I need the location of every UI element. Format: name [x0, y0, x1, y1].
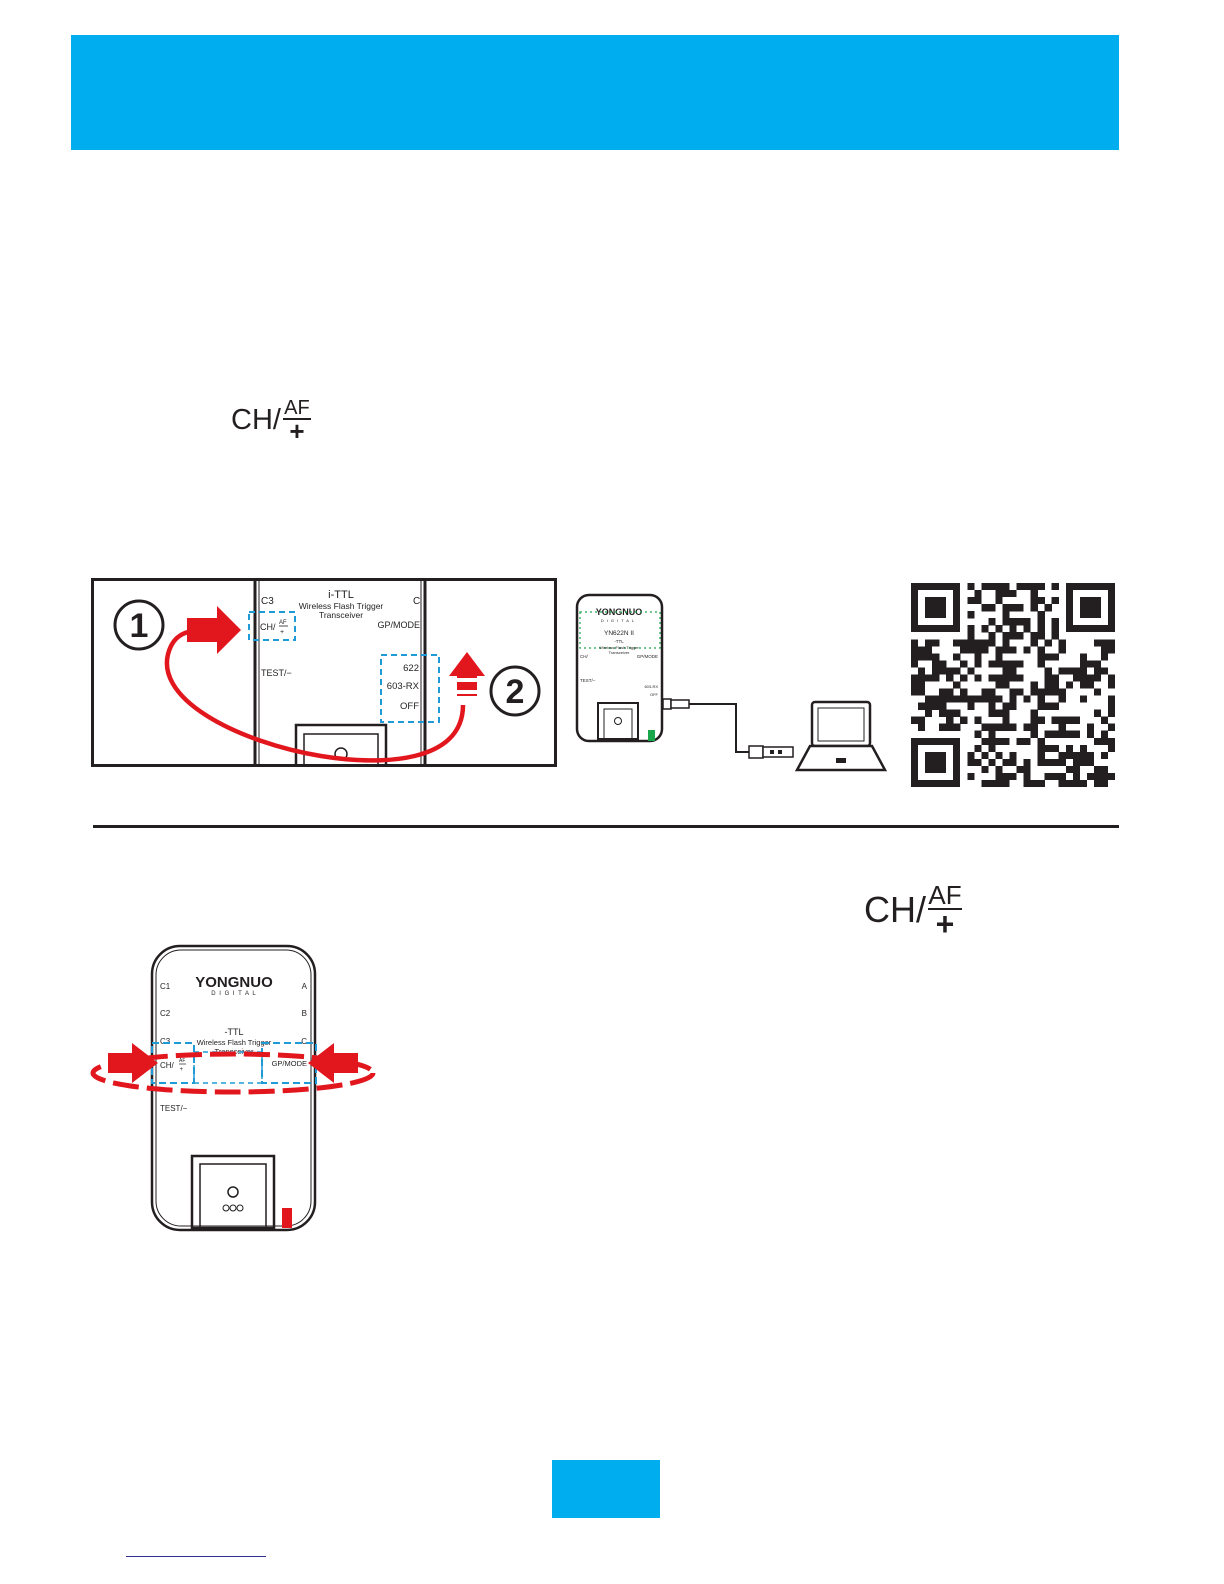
gp-mode-label: GP/MODE	[377, 620, 420, 630]
ch-af-button-symbol-2: CH/ AF +	[864, 880, 962, 942]
af-label: AF	[928, 880, 962, 910]
step-2-label: 2	[506, 673, 525, 711]
ch-af-button-symbol: CH/ AF +	[231, 397, 311, 446]
footer-link-underline[interactable]	[126, 1556, 266, 1557]
red-arrow-up	[449, 652, 485, 696]
device-name-line1: Wireless Flash Trigger	[197, 1038, 272, 1047]
test-label: TEST/−	[160, 1104, 188, 1113]
led-glow-outline	[579, 611, 661, 649]
usb-a-plug	[748, 745, 764, 759]
plus-label: +	[935, 906, 955, 942]
brand-logo: YONGNUO	[195, 974, 273, 991]
label-c: C	[301, 1037, 307, 1046]
step-1-label: 1	[130, 607, 149, 645]
label-c1: C1	[160, 982, 171, 991]
gp-mode-small: GP/MODE	[637, 654, 658, 659]
test-small: TEST/−	[580, 678, 596, 683]
switch-622: 622	[403, 663, 419, 674]
ch-label: CH/	[864, 889, 926, 931]
section-divider	[93, 825, 1119, 828]
brand-logo: YONGNUO	[596, 607, 643, 617]
mode-label: -TTL	[225, 1027, 244, 1037]
label-b: B	[302, 1009, 307, 1018]
label-c3: C3	[261, 596, 274, 607]
mode-label: i-TTL	[328, 589, 354, 601]
plus-label: +	[289, 416, 305, 446]
red-arrow-left	[308, 1043, 358, 1083]
ch-label: CH/	[231, 404, 281, 437]
usb-cable	[689, 703, 749, 753]
red-arrow-right	[187, 606, 241, 654]
step-1-badge	[113, 599, 165, 651]
model-label: YN622N II	[604, 630, 634, 637]
red-arrow-right	[108, 1043, 158, 1083]
laptop-screen	[810, 700, 872, 748]
device-name-line2: Transceiver	[319, 610, 363, 620]
mode-label-small: -TTL	[614, 639, 624, 644]
device-name-line1: Wireless Flash Trigger	[299, 601, 384, 611]
af-plus-fraction: AF +	[282, 397, 311, 446]
ch-af-af: AF	[279, 620, 287, 626]
ch-af-plus: +	[280, 629, 284, 636]
figure-usb-connection: YONGNUO DIGITAL YN622N II -TTL Wireless …	[575, 593, 888, 772]
fraction-bar	[928, 908, 962, 910]
gp-mode-highlight-box	[261, 1042, 317, 1084]
page-number-box	[552, 1460, 660, 1518]
header-band	[71, 35, 1119, 150]
switch-off: OFF	[400, 701, 419, 712]
ch-af-plus: +	[180, 1067, 184, 1073]
power-led	[282, 1208, 292, 1228]
label-c3: C3	[160, 1037, 171, 1046]
power-led	[648, 730, 655, 741]
step-2-badge	[489, 665, 541, 717]
label-c: C	[413, 596, 420, 607]
hot-shoe	[294, 723, 388, 767]
af-label: AF	[284, 397, 310, 419]
switch-highlight-box	[380, 654, 440, 723]
qr-code	[911, 583, 1115, 787]
switch-603rx: 603-RX	[387, 681, 420, 692]
test-label: TEST/−	[261, 668, 292, 678]
name-line2-small: Transceiver	[609, 650, 630, 655]
name-line1-small: Wireless Flash Trigger	[599, 645, 639, 650]
brand-sub: DIGITAL	[601, 618, 637, 623]
gp-mode-label: GP/MODE	[272, 1059, 307, 1068]
label-c2: C2	[160, 1009, 171, 1018]
af-plus-fraction: AF +	[928, 880, 962, 942]
ch-af-highlight-box	[248, 611, 296, 641]
ch-af-af: AF	[179, 1058, 185, 1064]
figure-press-both-buttons: YONGNUO D I G I T A L C1 C2 C3 A B C -TT…	[90, 944, 376, 1232]
red-curve-arrow	[164, 627, 466, 763]
fraction-bar	[282, 418, 311, 420]
ch-af-label: CH/	[260, 622, 276, 632]
ch-af-label: CH/	[160, 1061, 175, 1070]
switch-603rx-small: 603-RX	[644, 684, 658, 689]
ch-af-small: CH/	[580, 654, 588, 659]
red-dashed-ring	[90, 1051, 376, 1095]
micro-usb-plug	[662, 698, 672, 710]
brand-sub: D I G I T A L	[211, 991, 256, 997]
switch-off-small: OFF	[650, 692, 659, 697]
figure-step-diagram: i-TTL Wireless Flash Trigger Transceiver…	[91, 578, 557, 767]
label-a: A	[302, 982, 308, 991]
